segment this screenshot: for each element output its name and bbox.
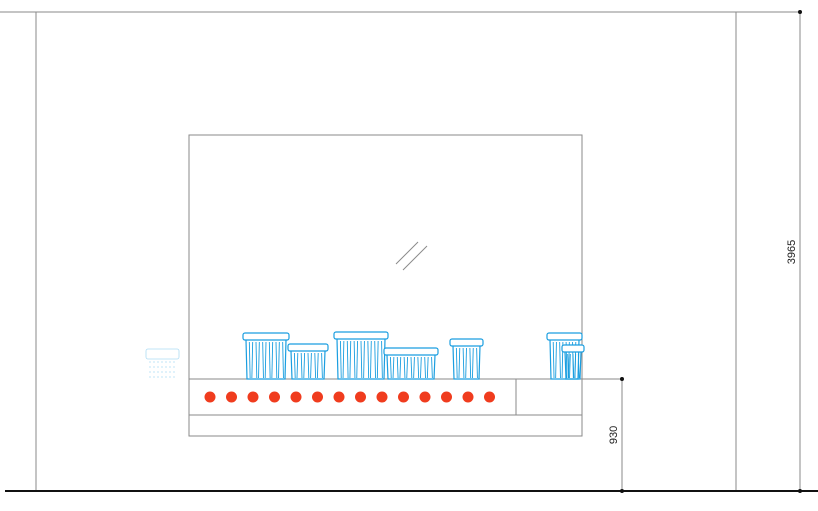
counter-body <box>188 378 583 437</box>
faded-jar-icon <box>145 348 180 378</box>
dot-icon <box>269 391 280 403</box>
jar-group <box>242 331 585 380</box>
jar-icon <box>449 338 484 380</box>
dot-icon <box>226 391 237 403</box>
glass-reflection-icon <box>395 241 428 271</box>
dimension-total-height-label: 3965 <box>786 240 798 264</box>
jar-icon <box>546 332 583 380</box>
dot-icon <box>247 391 259 403</box>
jar-icon <box>287 343 329 380</box>
dot-icon <box>419 391 431 403</box>
dot-icon <box>398 391 409 403</box>
dot-row <box>204 391 495 403</box>
jar-icon <box>383 347 439 380</box>
dot-icon <box>204 391 216 403</box>
dot-icon <box>290 391 302 403</box>
dot-icon <box>376 391 388 403</box>
dot-icon <box>355 391 366 403</box>
dot-icon <box>462 391 474 403</box>
dimension-counter-height: 930 <box>608 377 624 493</box>
dot-icon <box>312 391 323 403</box>
jar-icon <box>242 332 290 380</box>
dimension-total-height: 3965 <box>786 10 802 493</box>
dot-icon <box>441 391 452 403</box>
dot-icon <box>333 391 345 403</box>
dimension-counter-height-label: 930 <box>608 426 620 444</box>
jar-icon <box>561 344 585 380</box>
dot-icon <box>484 391 495 403</box>
jar-icon <box>333 331 389 380</box>
